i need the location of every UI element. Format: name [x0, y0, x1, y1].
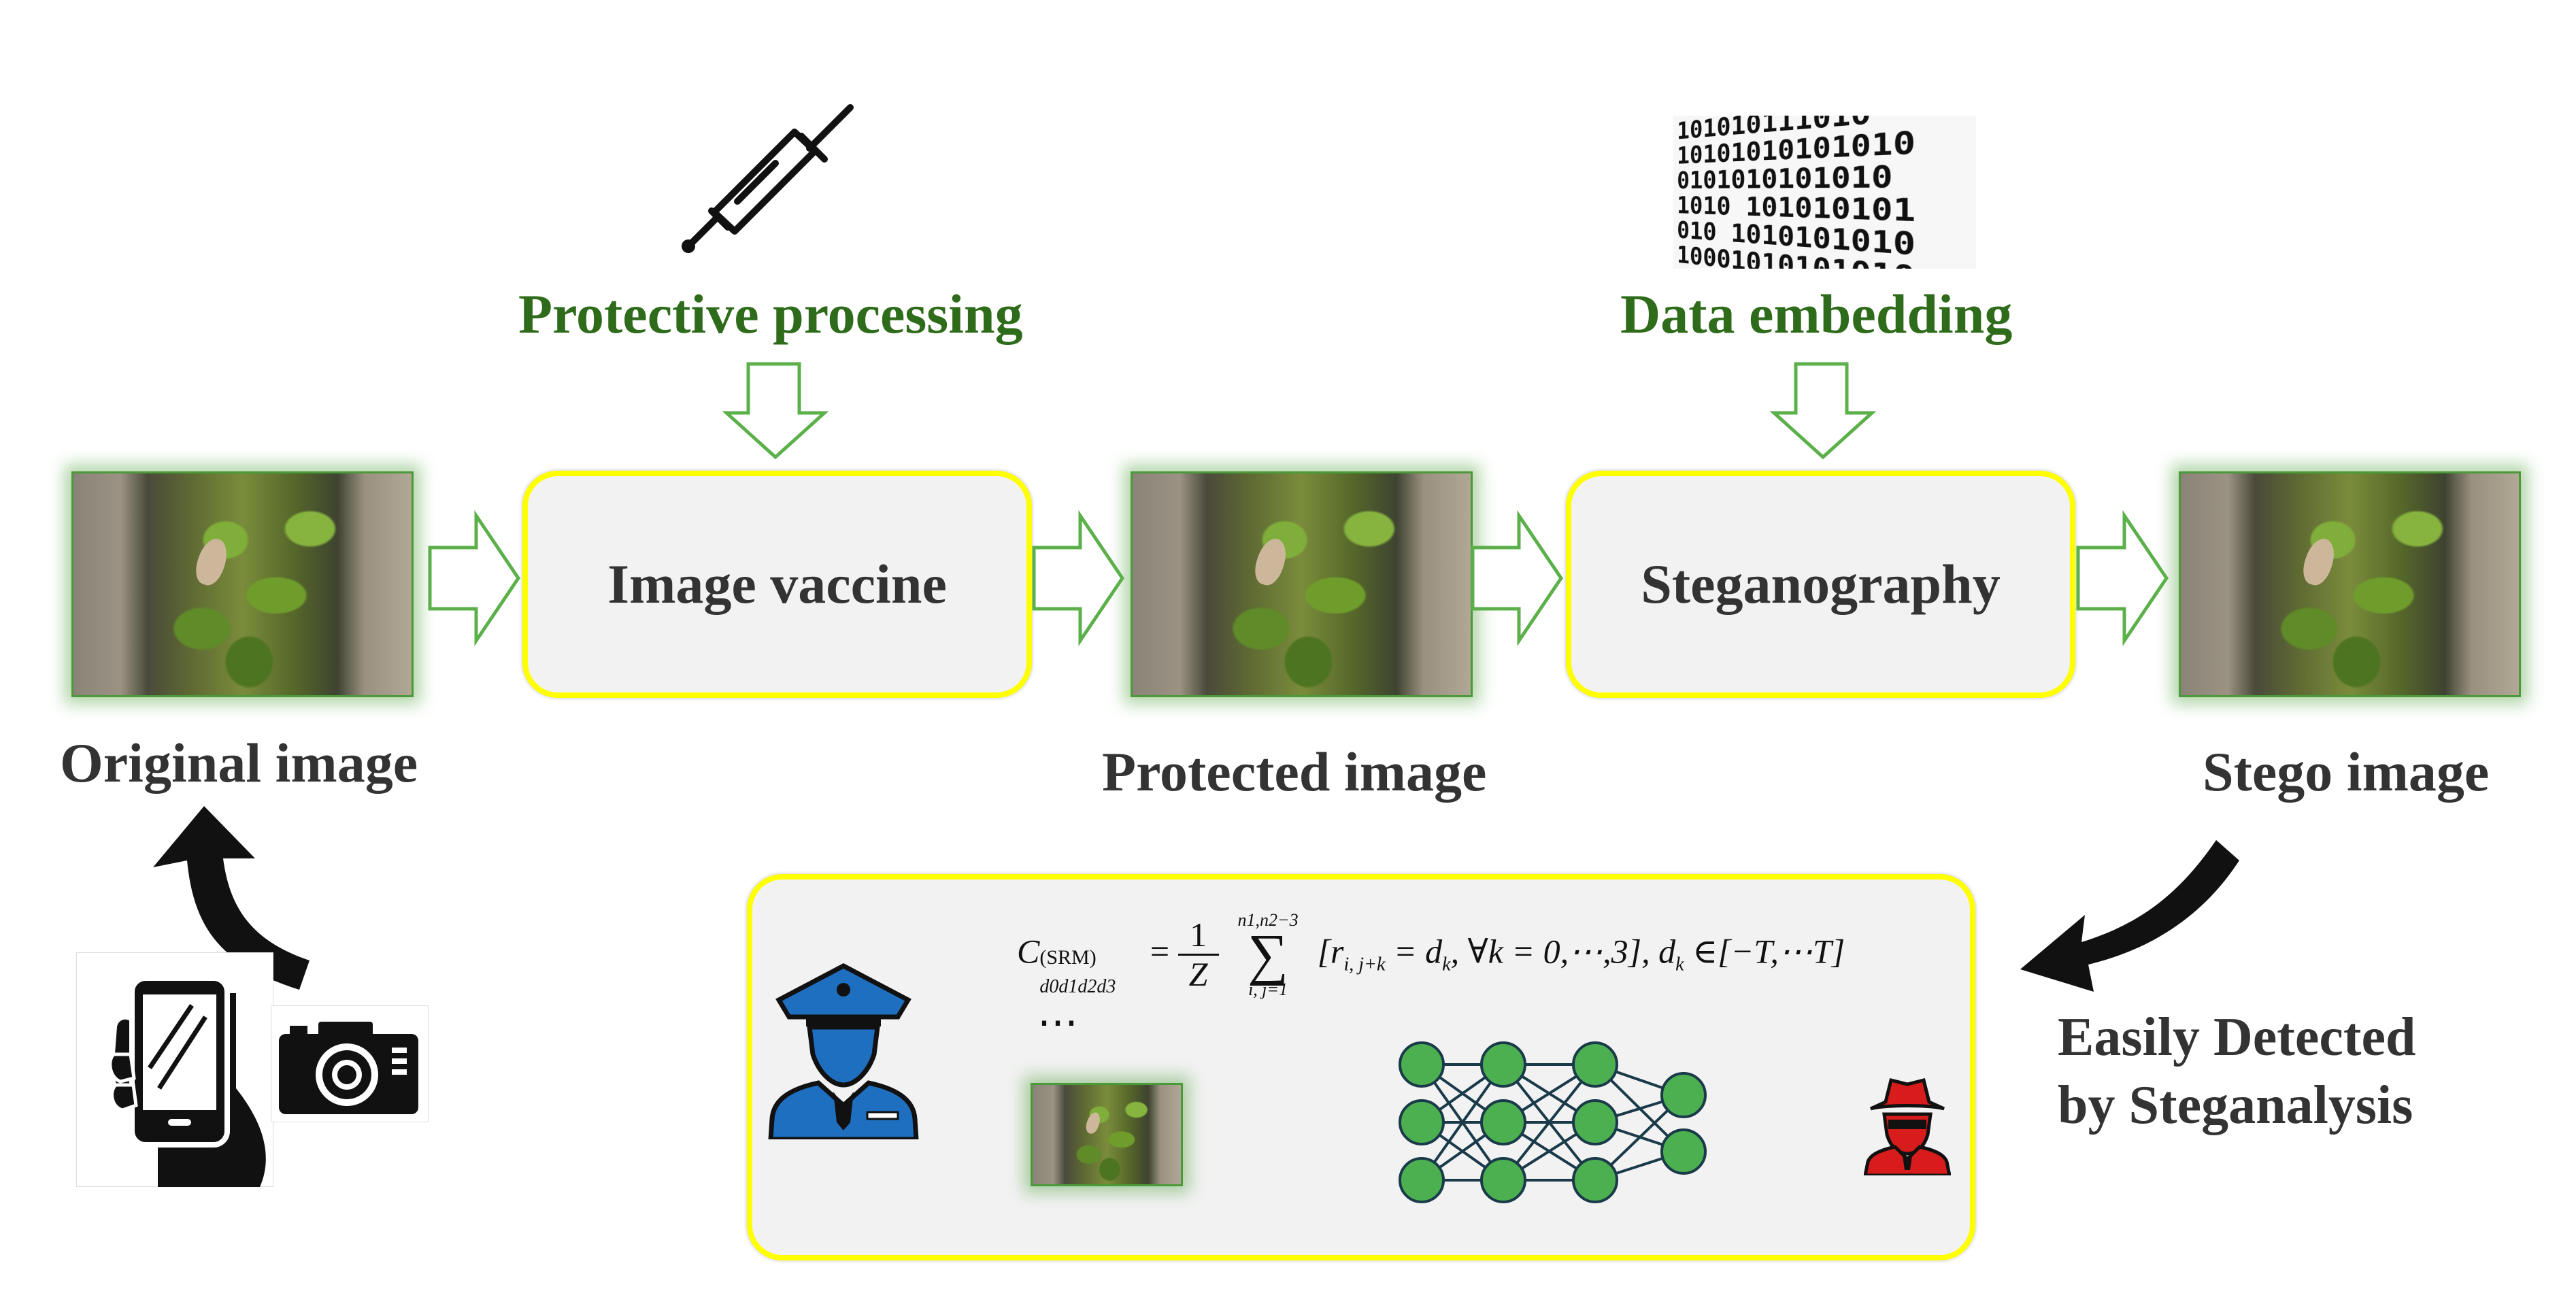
formula-body: [r	[1317, 932, 1344, 971]
srm-formula: C (SRM) d0d1d2d3 = 1 Z n1,n2−3 ∑ i, j=1 …	[1017, 911, 1845, 999]
formula-body-end: ∈[−T,⋯T]	[1684, 932, 1845, 971]
curved-arrow-up	[153, 806, 310, 990]
protective-processing-label: Protective processing	[518, 283, 1023, 345]
neural-network-icon	[1399, 1041, 1707, 1203]
formula-frac-den: Z	[1188, 955, 1208, 994]
right-arrow-1	[428, 509, 521, 647]
panel-stego-photo	[1031, 1083, 1183, 1186]
sigma-icon: ∑	[1248, 923, 1288, 986]
formula-lhs-sup: (SRM)	[1039, 946, 1097, 969]
formula-body-tail: , ∀k = 0,⋯,3], d	[1450, 932, 1676, 971]
formula-body-rest-sub: k	[1442, 954, 1451, 975]
steganography-box: Steganography	[1566, 471, 2075, 698]
protected-image-photo	[1131, 471, 1473, 697]
easily-detected-line1: Easily Detected	[2058, 1007, 2416, 1067]
formula-frac-num: 1	[1177, 916, 1219, 956]
down-arrow-protective	[722, 362, 829, 460]
steganalysis-panel	[747, 874, 1975, 1260]
formula-body-tail-sub: k	[1675, 954, 1684, 975]
binary-data-icon: 101010111010 10101010101010 010101010101…	[1673, 116, 1976, 269]
camera-icon	[271, 1005, 429, 1122]
stego-image-label: Stego image	[2203, 741, 2490, 803]
spy-icon	[1864, 1077, 1951, 1175]
formula-ellipsis: ⋯	[1037, 1000, 1078, 1045]
formula-sum-top: n1,n2−3	[1237, 910, 1299, 930]
officer-icon	[768, 963, 919, 1139]
phone-in-hand-icon	[76, 952, 273, 1187]
original-image-label: Original image	[60, 732, 418, 794]
right-arrow-4	[2076, 509, 2169, 647]
steganography-label: Steganography	[1641, 553, 2001, 615]
formula-lhs-sub: d0d1d2d3	[1039, 976, 1116, 998]
data-embedding-label: Data embedding	[1620, 283, 2013, 345]
image-vaccine-label: Image vaccine	[607, 553, 947, 615]
formula-eq: =	[1150, 932, 1170, 971]
formula-body-sub: i, j+k	[1343, 954, 1386, 975]
formula-sum-bottom: i, j=1	[1248, 979, 1288, 999]
curved-arrow-down	[2020, 840, 2239, 992]
original-image-photo	[71, 471, 414, 697]
down-arrow-embedding	[1769, 362, 1877, 460]
image-vaccine-box: Image vaccine	[522, 471, 1032, 698]
formula-lhs: C	[1017, 932, 1040, 971]
formula-body-rest: = d	[1385, 932, 1443, 971]
right-arrow-3	[1471, 509, 1564, 647]
right-arrow-2	[1032, 509, 1125, 647]
easily-detected-line2: by Steganalysis	[2058, 1075, 2413, 1135]
syringe-icon	[682, 104, 854, 253]
protected-image-label: Protected image	[1102, 741, 1487, 803]
stego-image-photo	[2179, 471, 2521, 697]
